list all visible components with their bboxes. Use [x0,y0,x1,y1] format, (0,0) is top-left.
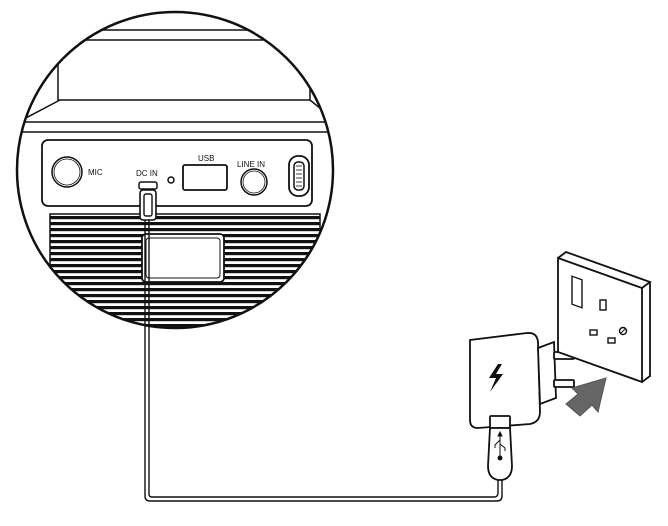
socket-switch [571,275,583,309]
socket-screw [618,326,628,336]
adapter-prong-block [537,340,557,406]
magnifier-circle [15,10,335,330]
line-in-label: LINE IN [237,160,265,169]
volume-knob [288,155,310,197]
push-arrow-icon [565,377,607,417]
socket-faceplate-side [557,250,652,289]
power-adapter [469,332,575,481]
adapter-body [469,332,541,429]
status-led [167,176,175,184]
wall-socket [557,250,652,384]
usb-a-plug-housing [489,415,511,429]
socket-earth-slot [599,299,607,311]
grille-logo-plate [141,233,225,283]
usb-label: USB [198,154,214,163]
power-cable [139,189,503,502]
mic-label: MIC [88,168,103,177]
lightning-bolt-icon [489,364,503,392]
control-panel [41,139,313,207]
socket-live-slot [589,329,598,336]
usb-symbol-icon [494,430,506,461]
socket-faceplate-front [557,256,643,384]
speaker-shoulder-left [21,99,61,121]
usb-port [182,164,228,191]
mic-jack [51,156,83,188]
socket-neutral-slot [607,337,616,344]
dc-in-label: DC IN [136,169,158,178]
mic-jack-inner [53,158,81,186]
magnified-speaker-view: MIC DC IN USB LINE IN [15,10,335,330]
prong-lower [553,379,575,388]
speaker-top-face [57,42,311,101]
dc-in-port [138,181,158,190]
line-in-jack [240,168,268,196]
